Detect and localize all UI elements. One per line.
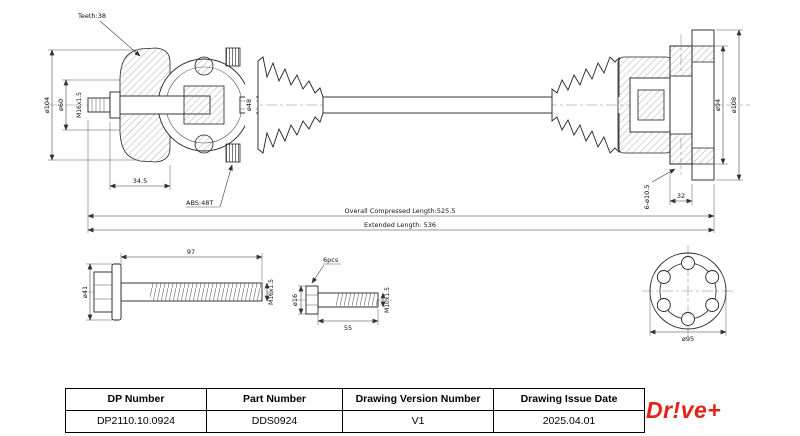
dimensions: Teeth:38 ø104 ø60 M16x1.5 34.5 ABS:48T (43, 12, 743, 233)
driveshaft-drawing: Teeth:38 ø104 ø60 M16x1.5 34.5 ABS:48T (43, 12, 750, 343)
axle-assembly: Teeth:38 ø104 ø60 M16x1.5 34.5 ABS:48T (43, 12, 750, 233)
left-cv-boot (257, 56, 324, 154)
dim-34-5: 34.5 (133, 177, 147, 185)
small-bolt: 6pcs ø16 M10x1.5 55 (291, 256, 392, 332)
dim-m16-stub: M16x1.5 (76, 92, 83, 118)
dim-section-dia95: ø95 (682, 335, 694, 343)
dim-32: 32 (677, 192, 685, 200)
dim-bolt-head-dia41: ø41 (81, 286, 89, 298)
dim-teeth-label: Teeth:38 (77, 12, 106, 20)
right-cv-boot (551, 56, 620, 154)
cv-ball-bottom (194, 134, 214, 154)
dim-bolt-thread-m16: M16x1.5 (268, 279, 275, 305)
left-cv-joint (109, 47, 259, 163)
spline-cross-section: ø95 (642, 245, 734, 343)
header-drawing-version: Drawing Version Number (343, 389, 494, 411)
title-block-value-row: DP2110.10.0924 DDS0924 V1 2025.04.01 (66, 411, 644, 432)
flange-ring (691, 29, 715, 181)
dim-dia108: ø108 (730, 97, 738, 113)
dim-small-bolt-thread: M10x1.5 (384, 287, 391, 313)
abs-ring-top (225, 47, 241, 67)
dim-small-bolt-dia16: ø16 (291, 294, 299, 306)
dim-small-bolt-length-55: 55 (344, 324, 352, 332)
cv-ball-top (194, 56, 214, 76)
value-issue-date: 2025.04.01 (542, 415, 596, 427)
left-stub-shaft (87, 97, 111, 113)
dim-extended: Extended Length: 536 (364, 221, 436, 229)
dim-abs-ring: ABS:48T (186, 199, 213, 207)
dim-bolt-qty: 6pcs (323, 256, 339, 264)
title-block-header-row: DP Number Part Number Drawing Version Nu… (66, 389, 644, 411)
dim-bolt-length-97: 97 (187, 248, 195, 256)
abs-ring-bottom (225, 143, 241, 163)
header-dp-number: DP Number (66, 389, 207, 411)
right-cv-joint (617, 29, 715, 181)
dim-dia104: ø104 (43, 97, 51, 113)
dim-dia60: ø60 (57, 99, 65, 111)
value-dp-number: DP2110.10.0924 (66, 411, 207, 432)
dim-holes: 6-ø10.5 (643, 185, 651, 210)
value-drawing-version: V1 (343, 411, 494, 432)
dim-dia48: ø48 (245, 99, 253, 111)
large-bolt: 97 M16x1.5 ø41 (81, 248, 275, 321)
title-block: DP Number Part Number Drawing Version Nu… (65, 388, 645, 433)
axle-shaft (322, 96, 553, 114)
header-issue-date: Drawing Issue Date (494, 389, 644, 411)
dim-overall-compressed: Overall Compressed Length:525.5 (345, 207, 456, 215)
header-part-number: Part Number (207, 389, 343, 411)
brand-logo: Dr!ve+ (646, 397, 722, 423)
dim-dia94: ø94 (714, 99, 722, 111)
value-part-number: DDS0924 (207, 411, 343, 432)
